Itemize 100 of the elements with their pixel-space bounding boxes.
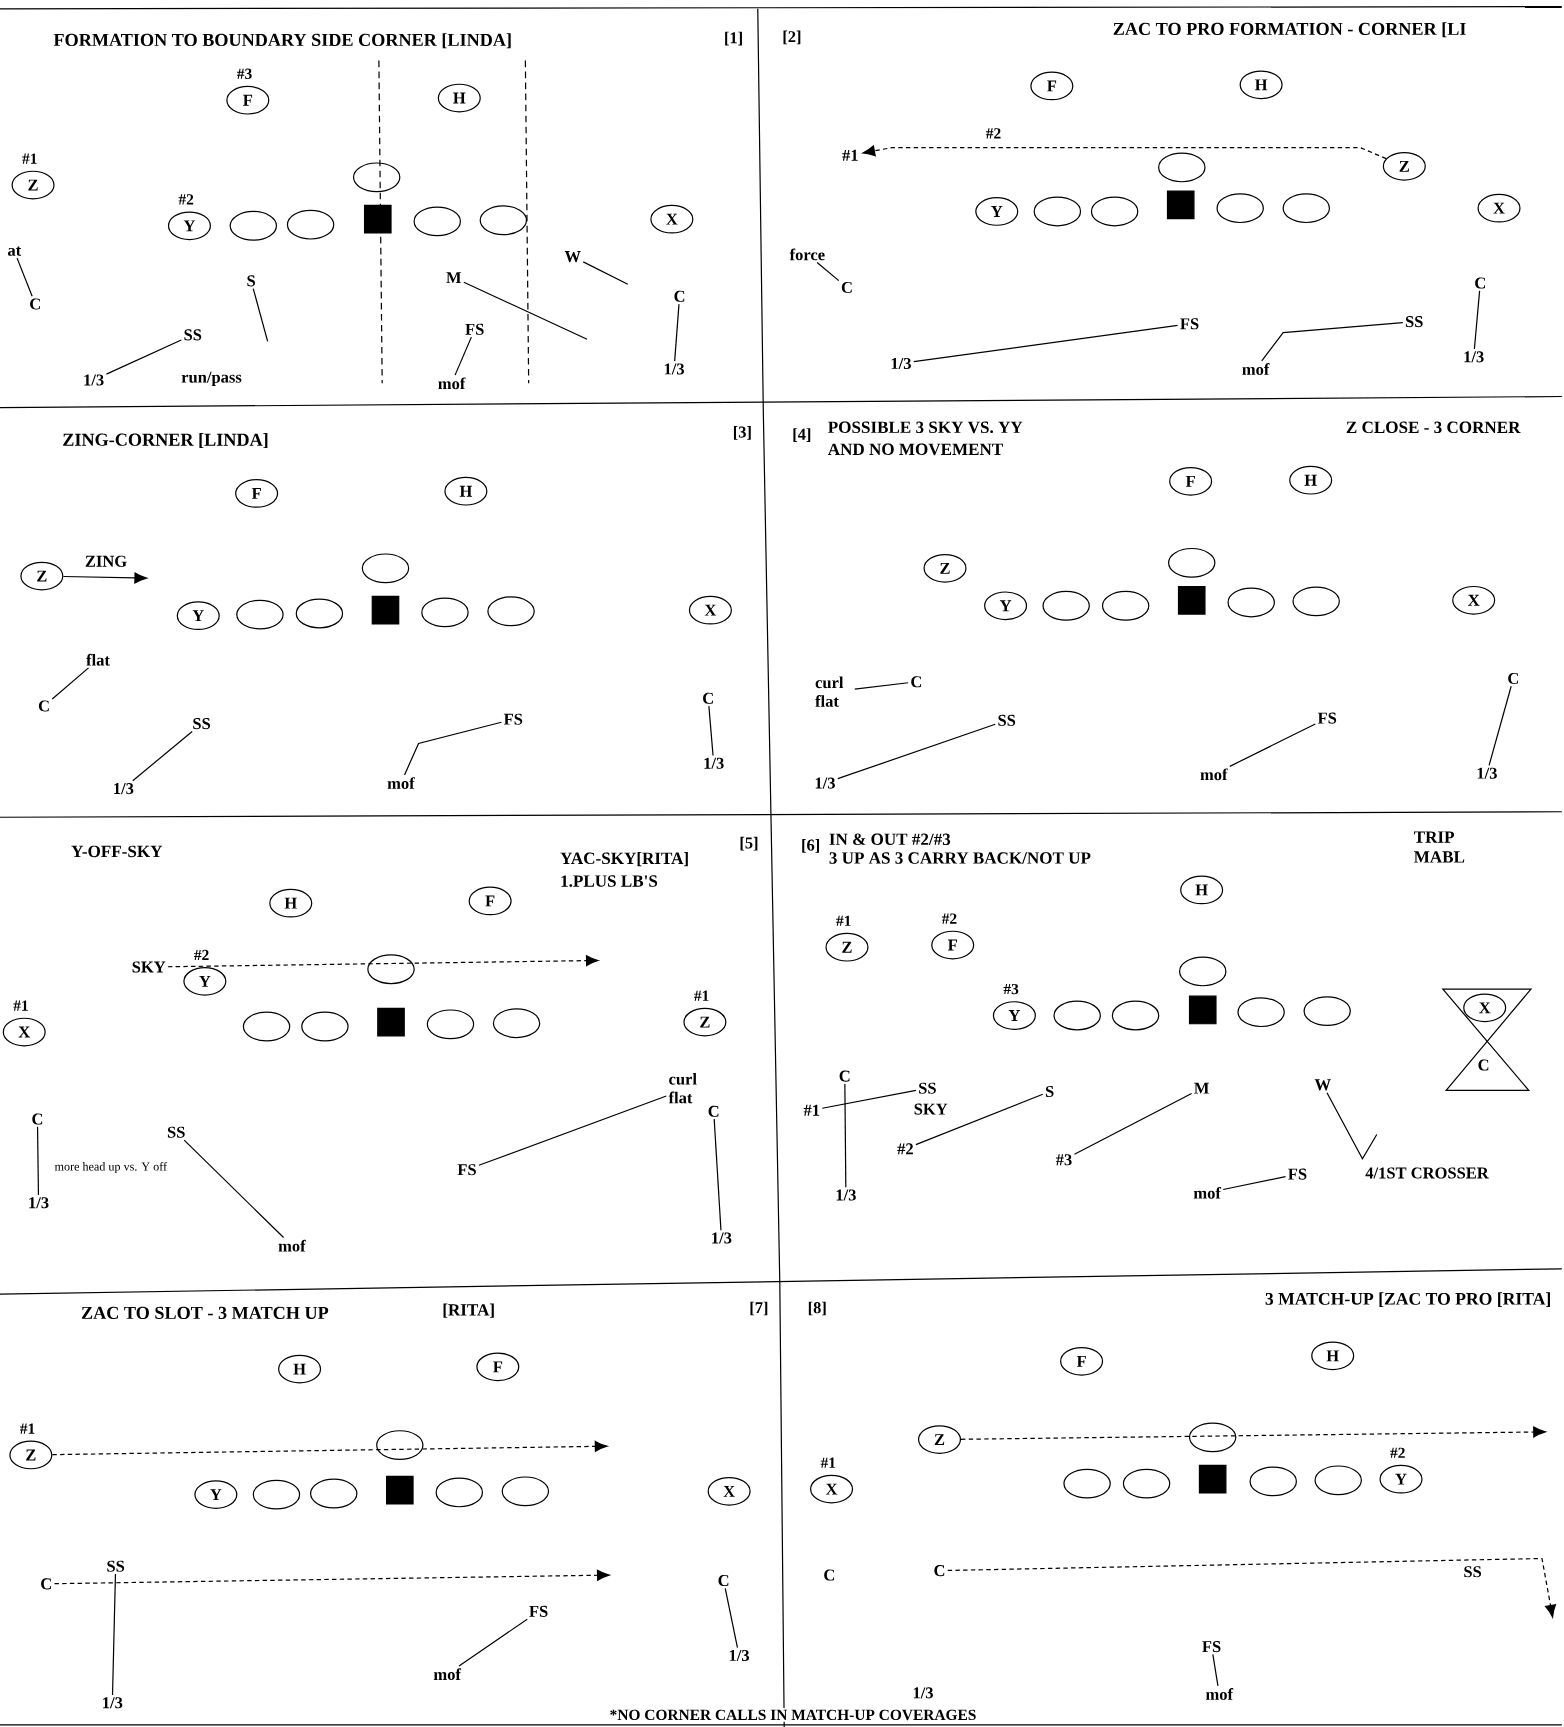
- lineman-oval: [1303, 996, 1351, 1027]
- assignment-line: [1473, 290, 1481, 350]
- position-label: mof: [1193, 1186, 1222, 1199]
- position-label: SS: [107, 1560, 125, 1572]
- text-label: more head up vs. Y off: [54, 1161, 168, 1174]
- assignment-line: [132, 730, 193, 782]
- text-label: 4/1ST CROSSER: [1365, 1167, 1489, 1179]
- position-label: FS: [1288, 1168, 1307, 1180]
- position-label: C: [703, 692, 713, 704]
- caption: *NO CORNER CALLS IN MATCH-UP COVERAGES: [607, 1708, 979, 1722]
- player-oval: X: [1463, 993, 1507, 1023]
- player-oval: F: [476, 1352, 520, 1382]
- center-square: [377, 1007, 405, 1037]
- motion-arrow: [947, 1557, 1556, 1618]
- player-oval: H: [1311, 1341, 1355, 1371]
- center-square: [1198, 1464, 1227, 1494]
- text-label: [2]: [783, 30, 801, 45]
- position-label: FS: [1180, 318, 1199, 330]
- motion-arrow: [51, 1440, 608, 1456]
- lineman-oval: [487, 596, 535, 627]
- text-label: SKY: [914, 1103, 948, 1115]
- assignment-line: [36, 1126, 40, 1196]
- text-label: [4]: [793, 428, 811, 442]
- position-label: C: [934, 1565, 945, 1577]
- player-oval: X: [1477, 193, 1521, 223]
- text-label: SS: [1464, 1566, 1482, 1578]
- lineman-oval: [352, 162, 401, 193]
- assignment-line: [111, 1573, 117, 1696]
- position-label: S: [247, 275, 255, 287]
- position-label: C: [32, 1113, 43, 1125]
- position-label: SS: [184, 329, 202, 341]
- assignment-line: [1222, 1175, 1287, 1191]
- position-label: FS: [465, 323, 484, 335]
- position-label: FS: [529, 1605, 548, 1617]
- position-label: 1/3: [815, 777, 835, 789]
- player-number: #2: [941, 913, 957, 924]
- player-oval: H: [437, 83, 481, 113]
- center-square: [371, 595, 400, 625]
- assignment-line: [183, 1139, 285, 1239]
- assignment-line: [913, 324, 1179, 363]
- position-label: mof: [387, 777, 415, 789]
- player-number: #3: [237, 68, 252, 79]
- motion-arrow: [960, 1426, 1546, 1440]
- player-number: #1: [694, 990, 709, 1001]
- position-label: #3: [1055, 1154, 1072, 1166]
- assignment-line: [844, 1083, 847, 1188]
- lineman-oval: [1053, 1000, 1101, 1031]
- lineman-oval: [1314, 1465, 1362, 1496]
- player-oval: Y: [992, 1001, 1036, 1030]
- player-oval: X: [650, 204, 694, 234]
- text-label: #2: [985, 128, 1001, 139]
- player-number: #1: [20, 1423, 35, 1434]
- text-label: AND NO MOVEMENT: [827, 443, 1003, 456]
- lineman-oval: [1122, 1468, 1171, 1499]
- center-square: [363, 204, 392, 234]
- assignment-line: [252, 288, 269, 343]
- lineman-oval: [286, 209, 335, 240]
- center-square: [1177, 585, 1206, 615]
- position-label: C: [41, 1578, 51, 1590]
- position-label: 1/3: [114, 783, 134, 795]
- text-label: C: [1478, 1059, 1489, 1071]
- text-label: TRIP: [1414, 831, 1455, 843]
- position-label: FS: [1317, 712, 1337, 724]
- position-label: #1: [842, 149, 858, 161]
- assignment-line: [478, 1095, 667, 1166]
- assignment-line: [1212, 1653, 1219, 1687]
- player-oval: X: [1452, 585, 1496, 615]
- lineman-oval: [1111, 1000, 1160, 1031]
- player-number: #1: [836, 915, 851, 926]
- position-label: C: [841, 281, 852, 293]
- position-label: force: [789, 248, 825, 261]
- text-label: [5]: [740, 836, 758, 851]
- text-label: ZAC TO PRO FORMATION - CORNER [LI: [1113, 22, 1466, 38]
- player-oval: X: [688, 595, 732, 625]
- position-label: 1/3: [712, 1232, 732, 1244]
- zone-label: curl flat: [815, 676, 844, 707]
- position-label: W: [1314, 1079, 1331, 1091]
- position-label: C: [708, 1105, 719, 1117]
- lineman-oval: [252, 1479, 301, 1510]
- lineman-oval: [301, 1011, 349, 1042]
- assignment-line: [1261, 321, 1404, 362]
- lineman-oval: [1090, 196, 1139, 227]
- assignment-line: [724, 1587, 739, 1649]
- position-label: FS: [457, 1164, 476, 1176]
- lineman-oval: [376, 1430, 424, 1460]
- center-square: [386, 1475, 414, 1505]
- text-label: YAC-SKY[RITA]: [560, 852, 688, 867]
- player-oval: F: [235, 479, 279, 508]
- lineman-oval: [1237, 997, 1285, 1028]
- player-oval: Z: [683, 1007, 727, 1037]
- text-label: FORMATION TO BOUNDARY SIDE CORNER [LINDA]: [53, 33, 511, 49]
- text-label: [3]: [733, 426, 751, 440]
- text-label: MABL: [1414, 851, 1465, 863]
- player-oval: Y: [194, 1480, 238, 1509]
- position-label: 1/3: [836, 1189, 856, 1201]
- text-label: [1]: [725, 31, 742, 46]
- text-label: [7]: [750, 1301, 768, 1316]
- assignment-line: [403, 721, 502, 776]
- player-oval: H: [444, 476, 488, 506]
- player-number: #1: [820, 1457, 836, 1468]
